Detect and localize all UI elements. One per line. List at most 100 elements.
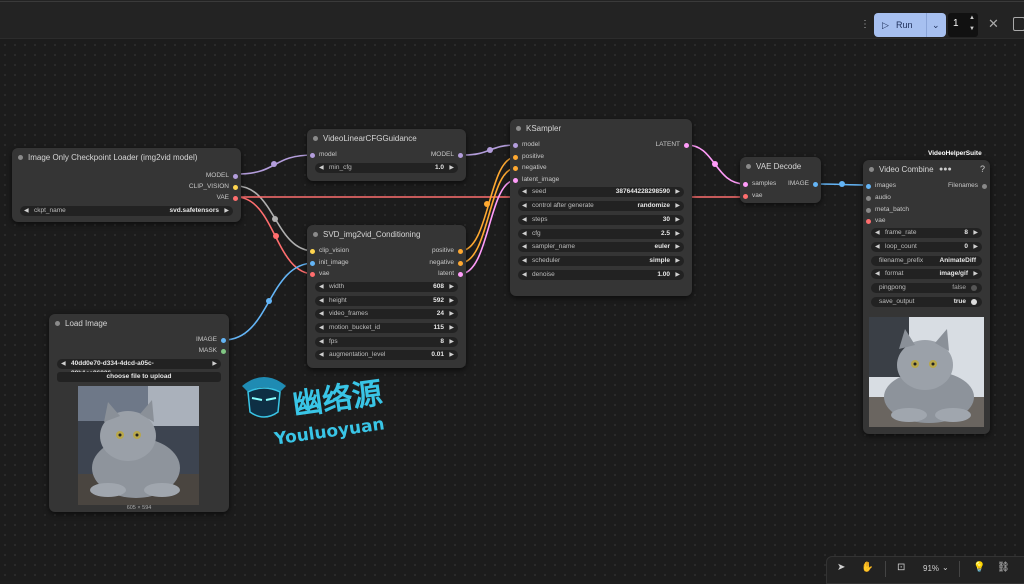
right-arrow-icon[interactable]: ▶ <box>224 208 229 214</box>
input-audio[interactable]: audio <box>866 194 891 201</box>
hand-pan-icon[interactable]: ✋ <box>861 562 874 573</box>
right-arrow-icon[interactable]: ▶ <box>449 325 454 331</box>
right-arrow-icon[interactable]: ▶ <box>675 258 680 264</box>
toggle-off-icon[interactable] <box>971 285 977 291</box>
node-checkpoint-loader[interactable]: Image Only Checkpoint Loader (img2vid mo… <box>12 148 241 222</box>
right-arrow-icon[interactable]: ▶ <box>449 165 454 171</box>
slot-dot[interactable] <box>513 178 518 183</box>
slot-dot[interactable] <box>458 261 463 266</box>
node-vae-decode[interactable]: VAE Decode samples vae IMAGE <box>740 157 821 203</box>
right-arrow-icon[interactable]: ▶ <box>973 230 978 236</box>
output-mask[interactable]: MASK <box>199 347 226 354</box>
input-vae[interactable]: vae <box>866 217 885 224</box>
output-model[interactable]: MODEL <box>206 172 238 179</box>
left-arrow-icon[interactable]: ◀ <box>319 325 324 331</box>
chevron-down-icon[interactable]: ⌄ <box>932 20 940 30</box>
slot-dot[interactable] <box>310 153 315 158</box>
slot-dot[interactable] <box>513 166 518 171</box>
slot-dot[interactable] <box>866 219 871 224</box>
slot-dot[interactable] <box>310 272 315 277</box>
link-visibility-icon[interactable]: ⛓ <box>997 562 1010 573</box>
chevron-down-icon[interactable]: ⌄ <box>942 563 949 572</box>
left-arrow-icon[interactable]: ◀ <box>522 217 527 223</box>
zoom-level[interactable]: 91% <box>923 564 940 573</box>
node-svd-conditioning[interactable]: SVD_img2vid_Conditioning clip_vision ini… <box>307 225 466 368</box>
lightbulb-icon[interactable]: 💡 <box>973 562 986 573</box>
input-model[interactable]: model <box>310 151 337 158</box>
left-arrow-icon[interactable]: ◀ <box>875 230 880 236</box>
output-positive[interactable]: positive <box>432 247 463 254</box>
left-arrow-icon[interactable]: ◀ <box>875 271 880 277</box>
close-icon[interactable]: ✕ <box>988 16 999 31</box>
right-arrow-icon[interactable]: ▶ <box>973 271 978 277</box>
stepper-up-icon[interactable]: ▲ <box>969 15 975 21</box>
batch-count-input[interactable]: 1 ▲ ▼ <box>948 13 978 37</box>
slot-dot[interactable] <box>458 153 463 158</box>
output-clip-vision[interactable]: CLIP_VISION <box>189 183 238 190</box>
right-arrow-icon[interactable]: ▶ <box>675 217 680 223</box>
right-arrow-icon[interactable]: ▶ <box>449 284 454 290</box>
slot-dot[interactable] <box>233 185 238 190</box>
slot-dot[interactable] <box>233 196 238 201</box>
input-images[interactable]: images <box>866 182 896 189</box>
slot-dot[interactable] <box>743 194 748 199</box>
input-meta-batch[interactable]: meta_batch <box>866 206 909 213</box>
left-arrow-icon[interactable]: ◀ <box>319 165 324 171</box>
left-arrow-icon[interactable]: ◀ <box>522 231 527 237</box>
input-model[interactable]: model <box>513 141 540 148</box>
right-arrow-icon[interactable]: ▶ <box>675 189 680 195</box>
slot-dot[interactable] <box>458 249 463 254</box>
left-arrow-icon[interactable]: ◀ <box>522 244 527 250</box>
right-arrow-icon[interactable]: ▶ <box>675 203 680 209</box>
left-arrow-icon[interactable]: ◀ <box>522 272 527 278</box>
fit-view-icon[interactable]: ⊡ <box>897 562 906 573</box>
input-negative[interactable]: negative <box>513 164 547 171</box>
left-arrow-icon[interactable]: ◀ <box>522 258 527 264</box>
left-arrow-icon[interactable]: ◀ <box>522 189 527 195</box>
output-filenames[interactable]: Filenames <box>948 182 987 189</box>
slot-dot[interactable] <box>458 272 463 277</box>
run-button[interactable]: ▷ Run ⌄ <box>874 13 946 37</box>
left-arrow-icon[interactable]: ◀ <box>319 352 324 358</box>
node-ksampler[interactable]: KSampler model positive negative latent_… <box>510 119 692 296</box>
right-arrow-icon[interactable]: ▶ <box>675 272 680 278</box>
slot-dot[interactable] <box>866 208 871 213</box>
output-vae[interactable]: VAE <box>216 194 238 201</box>
output-negative[interactable]: negative <box>429 259 463 266</box>
output-image[interactable]: IMAGE <box>788 180 818 187</box>
slot-dot[interactable] <box>513 155 518 160</box>
drag-handle-icon[interactable]: ⋮⋮ <box>860 19 880 30</box>
select-cursor-icon[interactable]: ➤ <box>837 562 846 573</box>
toggle-on-icon[interactable] <box>971 299 977 305</box>
node-video-linear-cfg[interactable]: VideoLinearCFGGuidance model MODEL ◀min_… <box>307 129 466 181</box>
input-vae[interactable]: vae <box>310 270 329 277</box>
left-arrow-icon[interactable]: ◀ <box>61 361 66 367</box>
left-arrow-icon[interactable]: ◀ <box>875 244 880 250</box>
input-vae[interactable]: vae <box>743 192 762 199</box>
output-model[interactable]: MODEL <box>431 151 463 158</box>
slot-dot[interactable] <box>310 249 315 254</box>
help-icon[interactable]: ? <box>979 164 985 174</box>
slot-dot[interactable] <box>982 184 987 189</box>
right-arrow-icon[interactable]: ▶ <box>675 244 680 250</box>
left-arrow-icon[interactable]: ◀ <box>319 339 324 345</box>
input-positive[interactable]: positive <box>513 153 544 160</box>
left-arrow-icon[interactable]: ◀ <box>24 208 29 214</box>
